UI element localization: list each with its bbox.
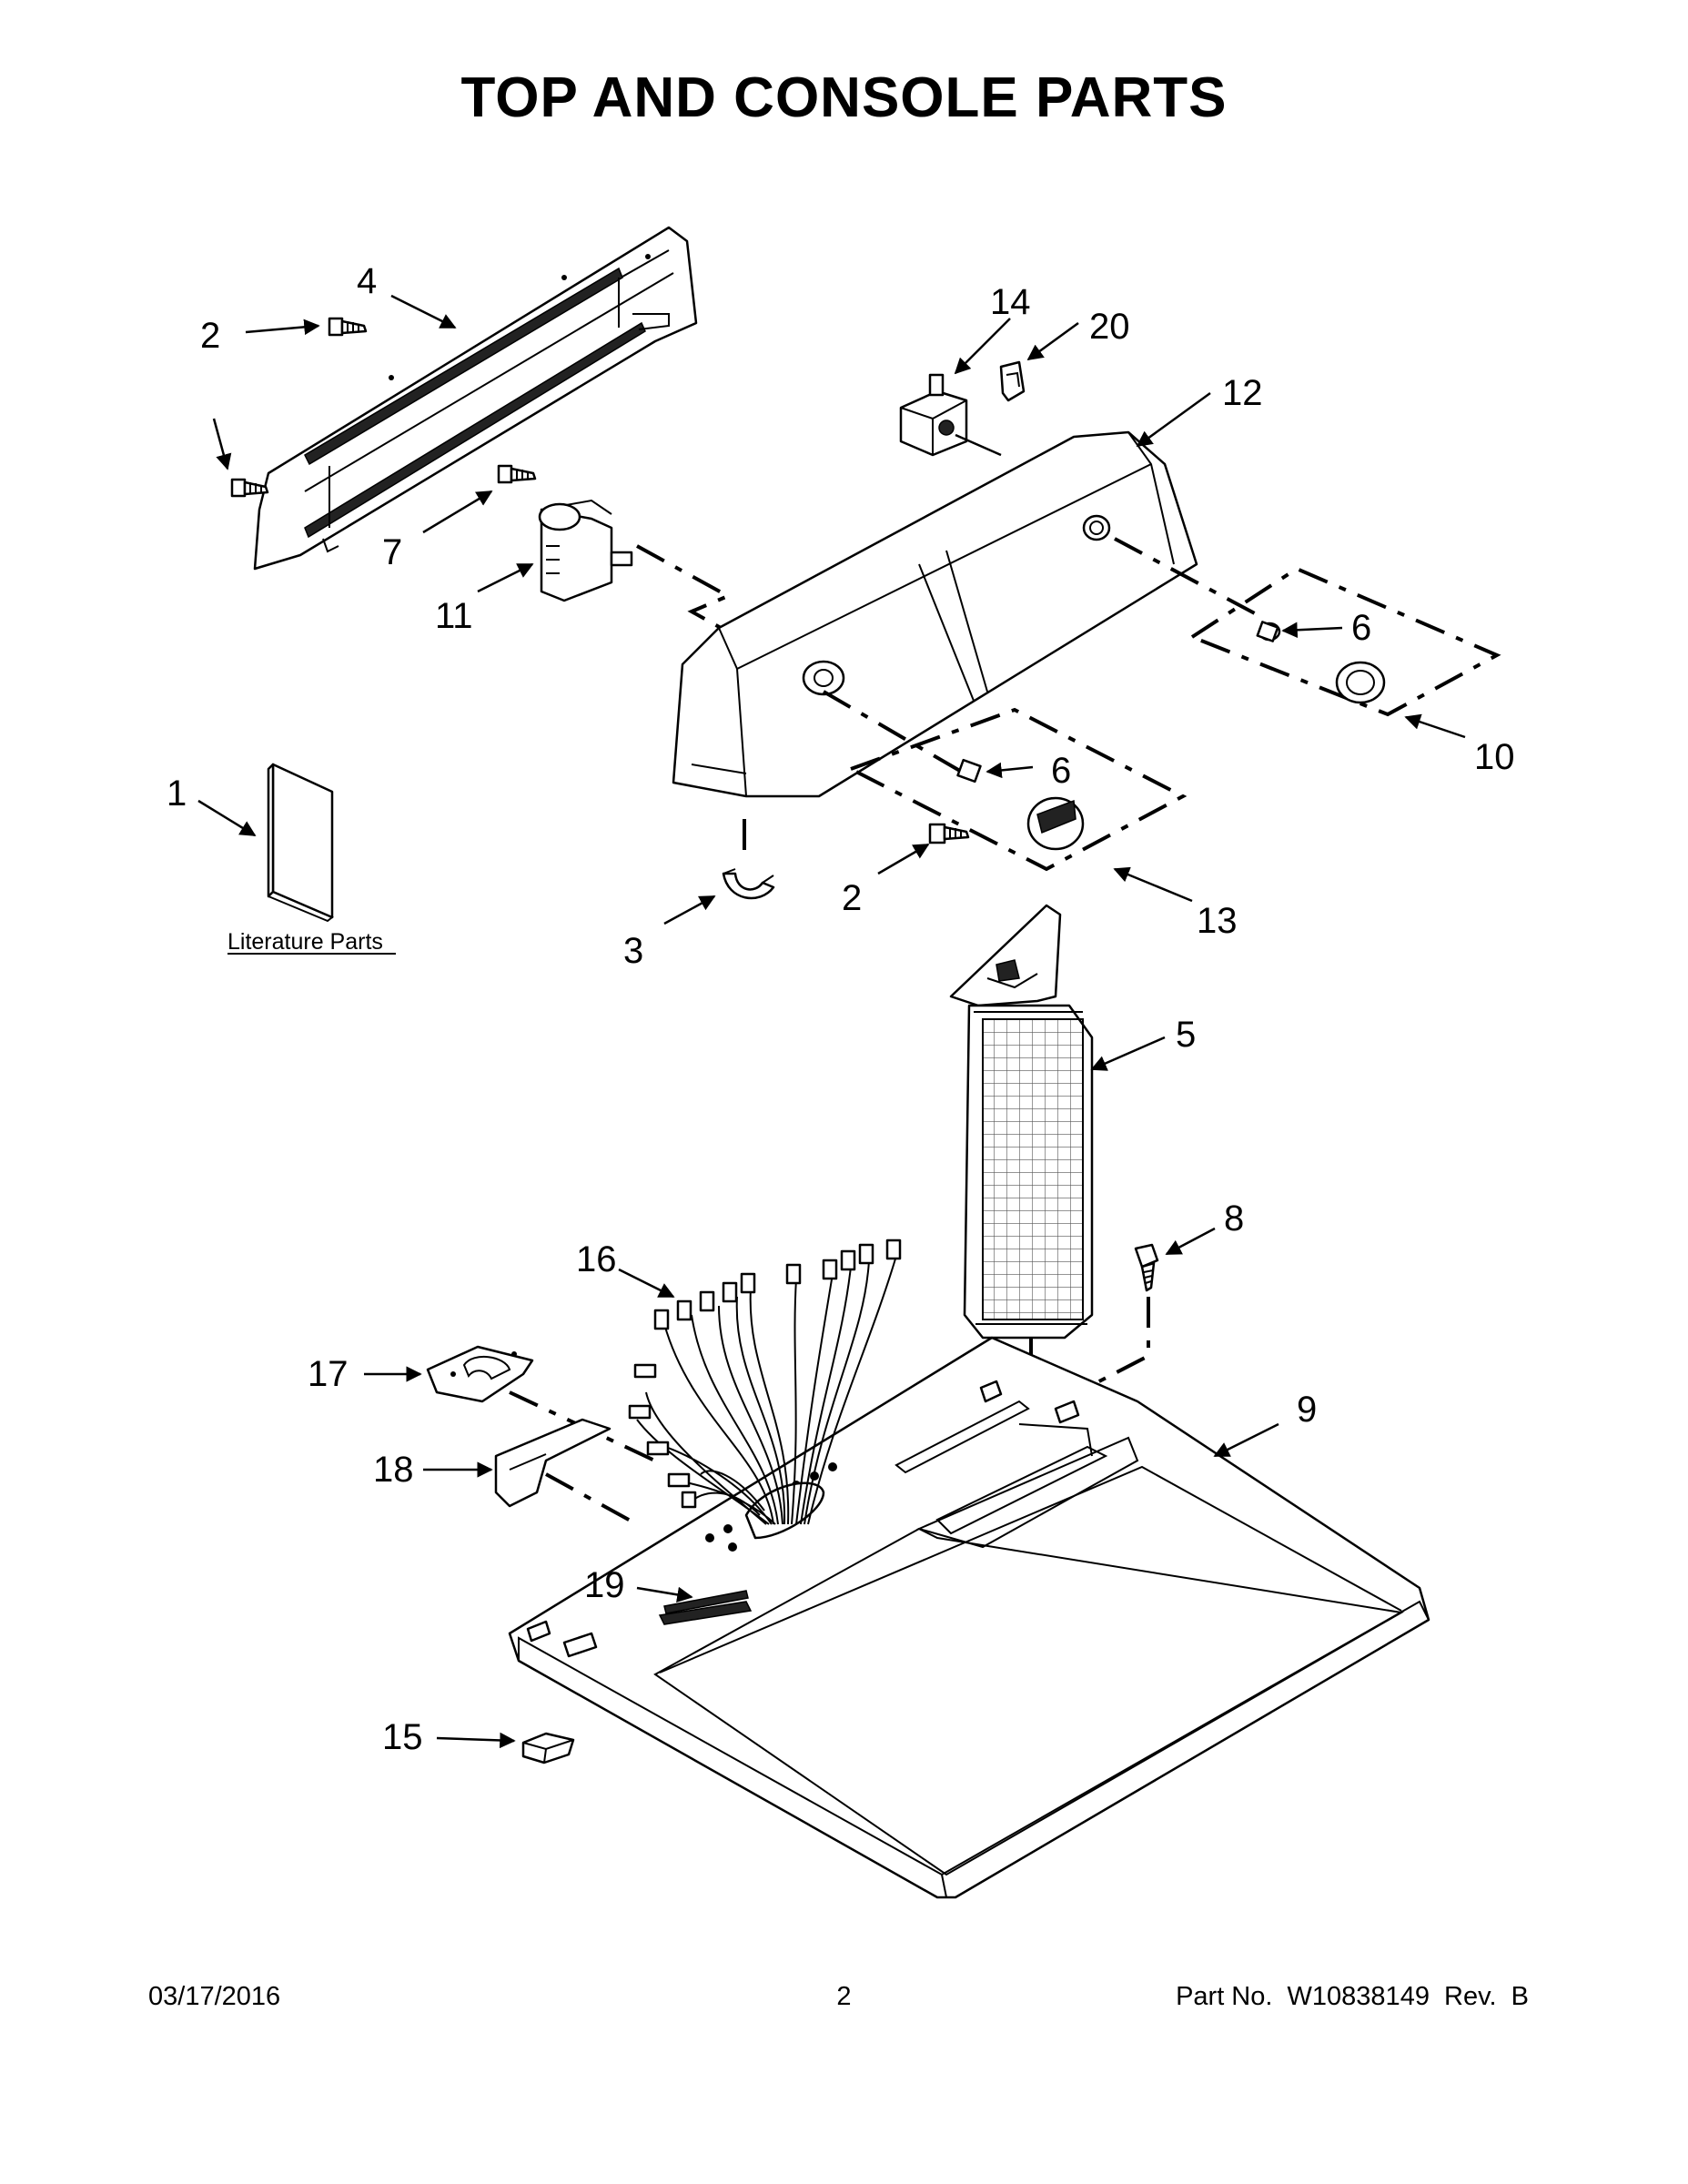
part-18-bracket [494, 1418, 612, 1508]
dash-line-timer [636, 544, 738, 639]
callout-9: 9 [1297, 1390, 1317, 1430]
leader-lines [197, 294, 1466, 1749]
part-2-screw-lower [928, 823, 970, 844]
callout-18: 18 [373, 1450, 414, 1490]
part-8-screw [1134, 1243, 1159, 1292]
callout-1: 1 [167, 774, 187, 814]
callout-labels: 4 2 7 11 14 20 12 6 10 6 13 2 3 1 5 8 9 … [167, 261, 1515, 1757]
part-3-clip [722, 868, 775, 900]
part-13-knob-assembly [845, 707, 1188, 872]
footer-part-number: Part No. W10838149 Rev. B [1176, 1982, 1529, 2011]
callout-11: 11 [435, 596, 473, 636]
callout-6-left: 6 [1051, 751, 1071, 791]
part-19-seal-strip [658, 1601, 753, 1625]
callout-17: 17 [308, 1354, 349, 1394]
callout-7: 7 [382, 532, 402, 572]
dash-line-bracket-18 [545, 1472, 638, 1526]
part-16-wire-harness [628, 1239, 902, 1525]
dash-line-right-knob [1114, 537, 1266, 621]
callout-10: 10 [1474, 737, 1515, 777]
dash-line-screw-8 [1068, 1297, 1150, 1399]
part-7-screw [497, 464, 537, 484]
part-2-screw-upper [328, 317, 368, 337]
footer-date: 03/17/2016 [148, 1982, 281, 2011]
callout-3: 3 [623, 931, 643, 971]
callout-8: 8 [1224, 1198, 1244, 1239]
part-1-literature [267, 763, 334, 923]
callout-6-right: 6 [1351, 608, 1371, 648]
callout-13: 13 [1197, 901, 1238, 941]
part-12-console [672, 430, 1198, 798]
part-11-timer-switch [538, 499, 633, 602]
footer-page-number: 2 [836, 1982, 852, 2011]
part-14-push-switch [899, 373, 1002, 457]
callout-12: 12 [1222, 373, 1263, 413]
callout-2-upper: 2 [200, 316, 220, 356]
part-17-bracket [426, 1345, 534, 1403]
callout-14: 14 [990, 282, 1031, 322]
callout-16: 16 [576, 1239, 617, 1279]
callout-2-lower: 2 [842, 878, 862, 918]
literature-parts-label: Literature Parts [227, 929, 383, 955]
part-5-lint-screen [949, 904, 1094, 1340]
part-2-screw-left [230, 478, 269, 498]
page-title: TOP AND CONSOLE PARTS [460, 66, 1228, 129]
callout-15: 15 [382, 1717, 423, 1757]
part-9-dryer-top [508, 1336, 1430, 1899]
part-10-knob-assembly [1188, 566, 1501, 717]
callout-4: 4 [357, 261, 377, 301]
callout-5: 5 [1176, 1015, 1196, 1055]
callout-20: 20 [1089, 307, 1130, 347]
part-20-clip [999, 360, 1026, 402]
callout-19: 19 [584, 1565, 625, 1605]
part-15-pad [521, 1732, 575, 1764]
dash-line-left-knob [822, 690, 966, 775]
part-4-console-rear-panel [253, 226, 698, 571]
